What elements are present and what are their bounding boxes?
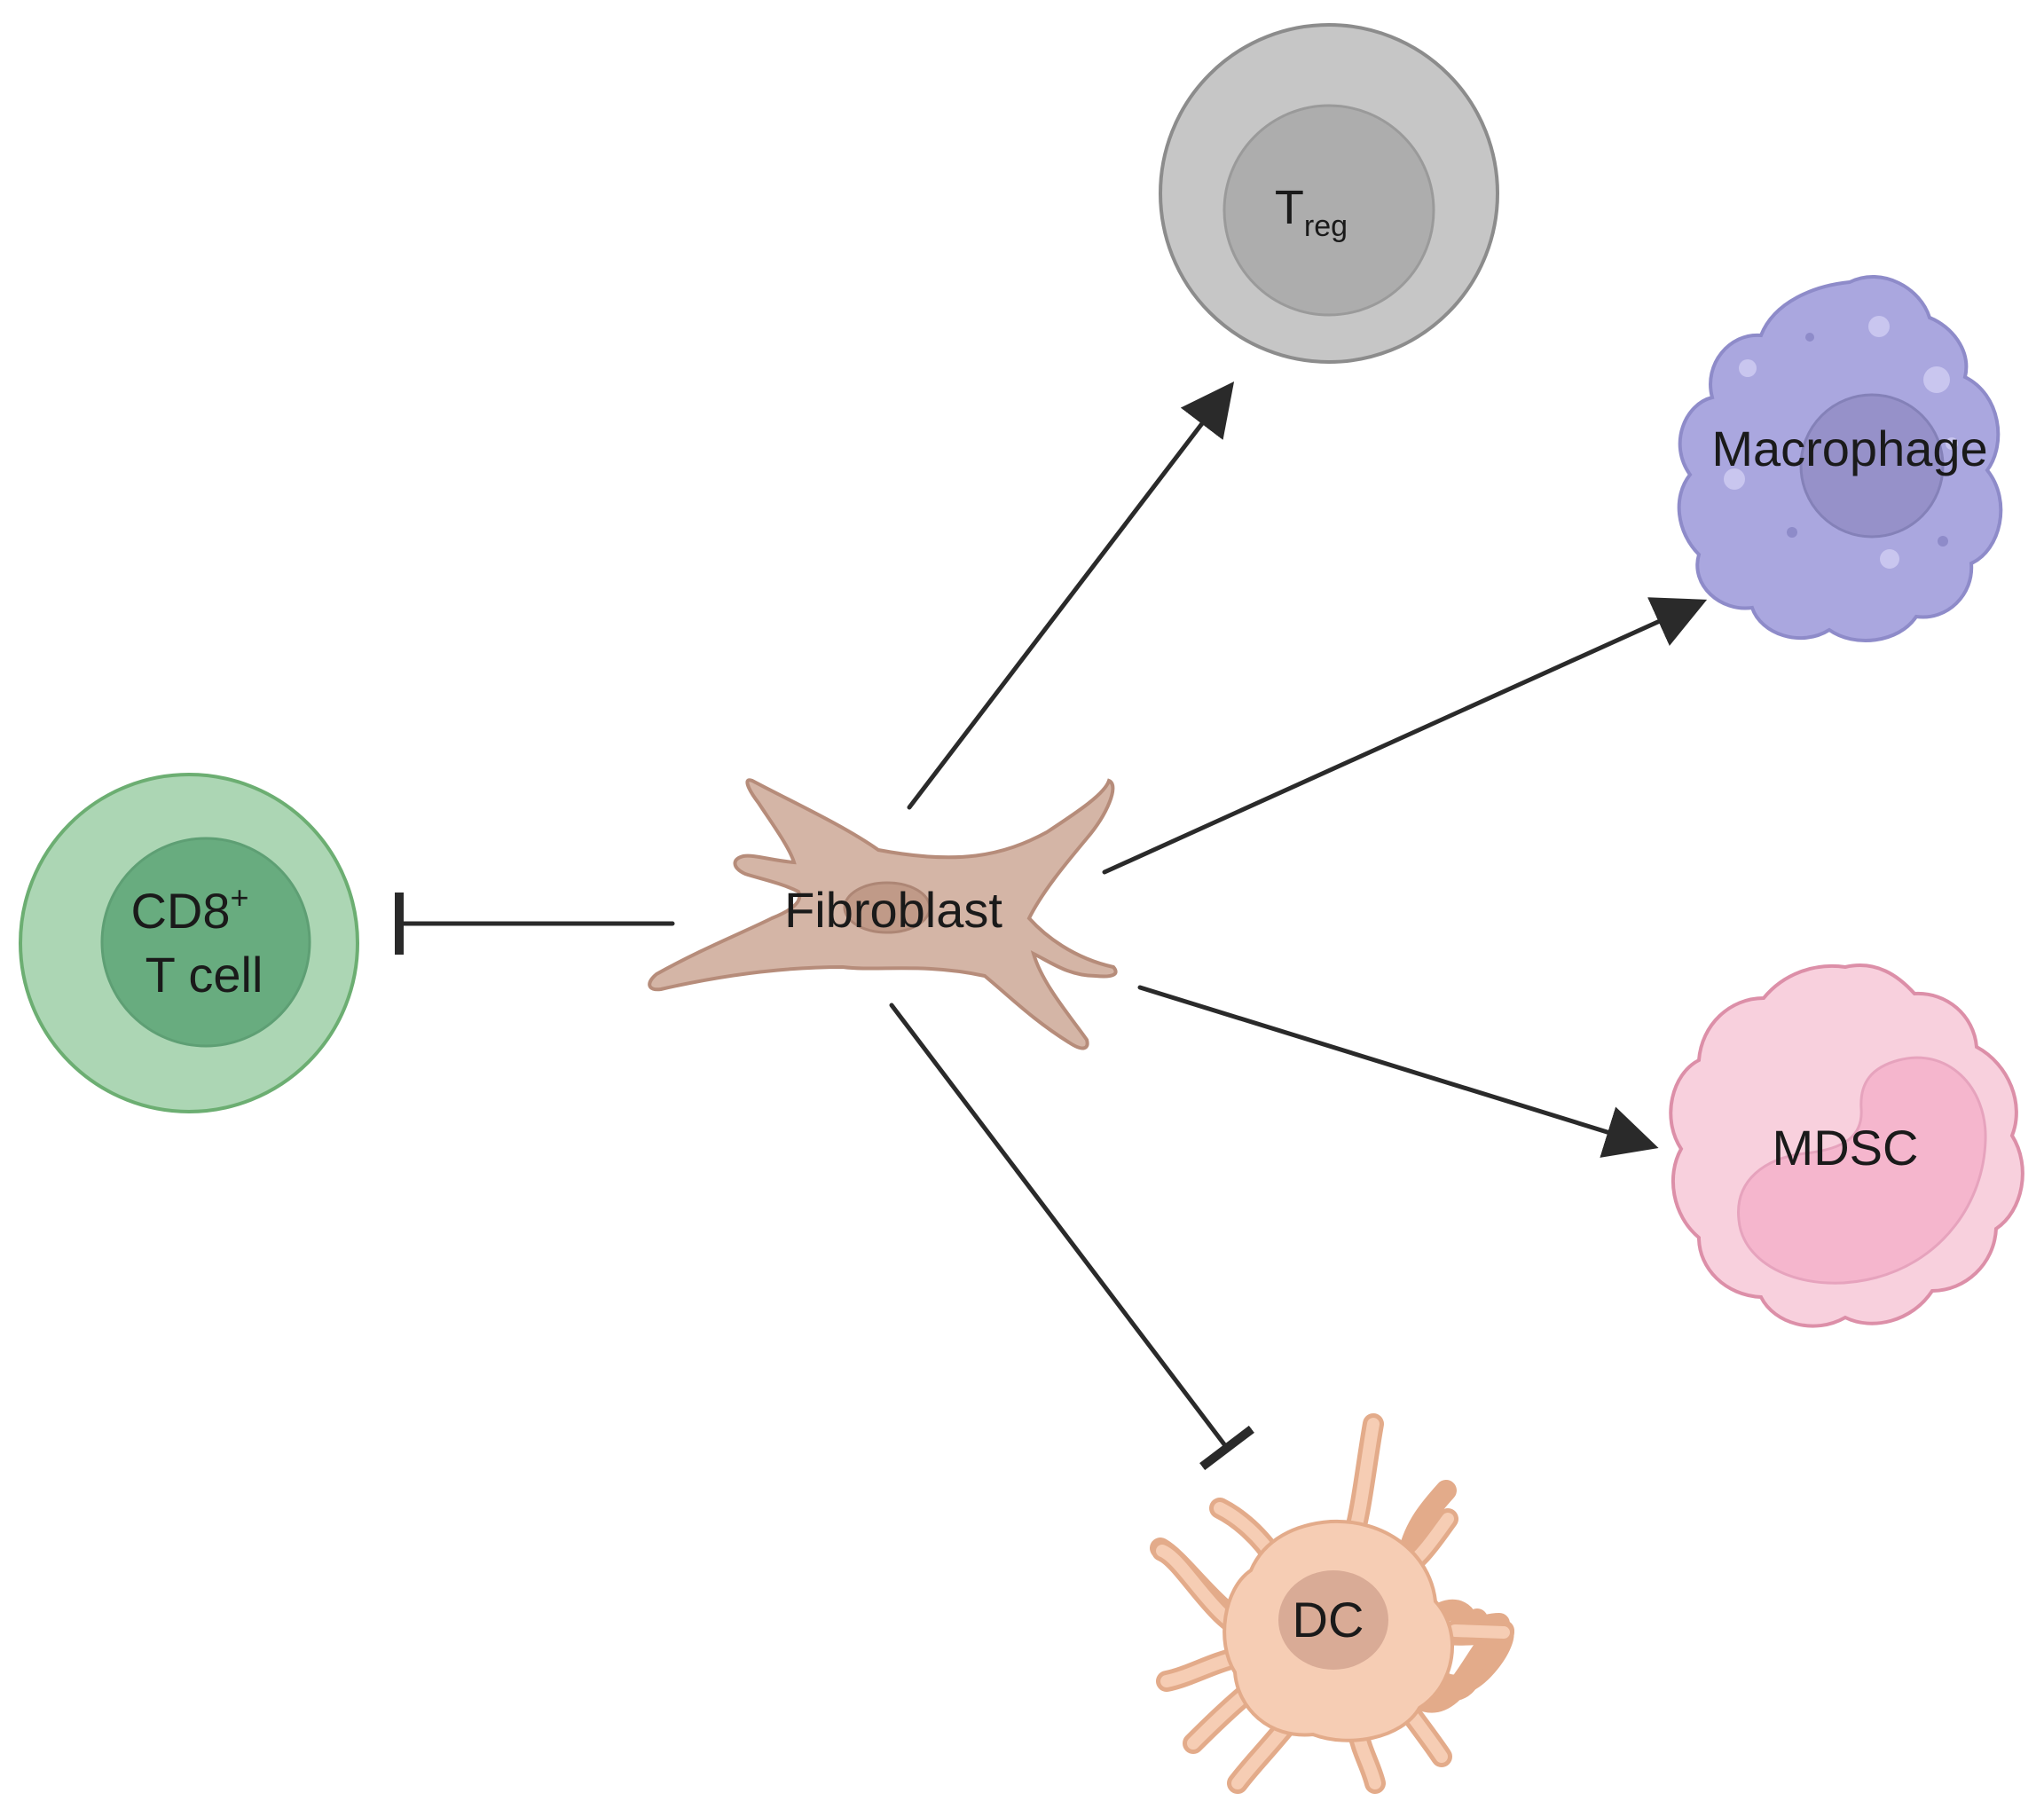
svg-text:Treg: Treg [1275,181,1348,243]
arrow-fibroblast-to-treg [907,381,1235,810]
arrow-fibroblast-to-macrophage [1102,597,1708,875]
dc-label: DC [1293,1592,1364,1648]
inhibit-fibroblast-to-dc [889,1003,1254,1471]
treg-cell: Treg [1159,23,1499,364]
macrophage-cell: Macrophage [1677,275,2003,642]
treg-label-main: T [1275,181,1304,234]
cd8-label-sup: + [231,879,249,916]
fibroblast-label: Fibroblast [784,882,1002,938]
mdsc-label: MDSC [1773,1120,1919,1176]
fibroblast-cell: Fibroblast [648,778,1118,1050]
cd8-label-line2: T cell [145,947,263,1003]
cd8-t-cell: CD8+ T cell [19,773,359,1113]
mdsc-cell: MDSC [1669,963,2024,1328]
edges [395,381,1708,1471]
macrophage-label: Macrophage [1711,421,1987,476]
arrow-fibroblast-to-mdsc [1137,985,1659,1158]
svg-text:CD8+: CD8+ [130,879,248,939]
treg-label-sub: reg [1304,209,1348,243]
dc-cell: DC [1150,1413,1514,1794]
cd8-label-main: CD8 [130,883,230,939]
